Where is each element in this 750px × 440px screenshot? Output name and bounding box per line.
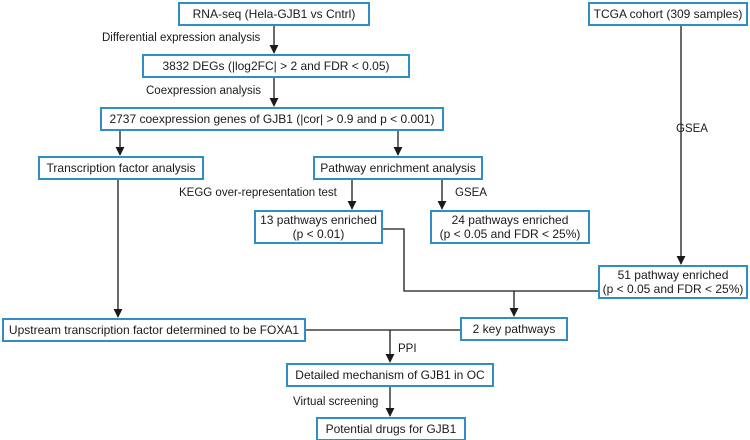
box-coexpression-genes: 2737 coexpression genes of GJB1 (|cor| >… (100, 107, 444, 131)
box-51-pathway-enriched: 51 pathway enriched (p < 0.05 and FDR < … (598, 265, 748, 299)
box-13-pathways-line1: 13 pathways enriched (260, 213, 377, 227)
box-51-pathway-line1: 51 pathway enriched (617, 268, 729, 282)
box-51-pathway-line2: (p < 0.05 and FDR < 25%) (602, 282, 744, 296)
box-2-key-pathways: 2 key pathways (460, 317, 568, 341)
box-24-pathways-line2: (p < 0.05 and FDR < 25%) (439, 227, 581, 241)
label-gsea-pathway: GSEA (455, 187, 487, 199)
label-ppi: PPI (398, 343, 417, 355)
box-transcription-factor-analysis: Transcription factor analysis (38, 156, 204, 180)
label-coexpression-analysis: Coexpression analysis (146, 85, 262, 97)
label-kegg-over-representation-test: KEGG over-representation test (179, 187, 337, 199)
box-tcga-cohort: TCGA cohort (309 samples) (588, 2, 748, 26)
box-24-pathways-line1: 24 pathways enriched (451, 213, 569, 227)
box-upstream-tf-foxa1: Upstream transcription factor determined… (2, 318, 306, 342)
label-differential-expression-analysis: Differential expression analysis (102, 32, 261, 44)
box-detailed-mechanism: Detailed mechanism of GJB1 in OC (286, 363, 494, 387)
box-13-pathways-line2: (p < 0.01) (292, 227, 345, 241)
label-virtual-screening: Virtual screening (293, 396, 379, 408)
box-degs: 3832 DEGs (|log2FC| > 2 and FDR < 0.05) (142, 54, 410, 78)
box-rnaseq: RNA-seq (Hela-GJB1 vs Cntrl) (178, 2, 370, 26)
connector-enriched-sets-to-key-pathways (383, 228, 598, 292)
label-gsea-tcga: GSEA (676, 123, 708, 135)
box-24-pathways-enriched: 24 pathways enriched (p < 0.05 and FDR <… (430, 210, 590, 244)
box-pathway-enrichment-analysis: Pathway enrichment analysis (313, 156, 483, 180)
box-13-pathways-enriched: 13 pathways enriched (p < 0.01) (254, 210, 383, 244)
box-potential-drugs: Potential drugs for GJB1 (316, 417, 466, 440)
